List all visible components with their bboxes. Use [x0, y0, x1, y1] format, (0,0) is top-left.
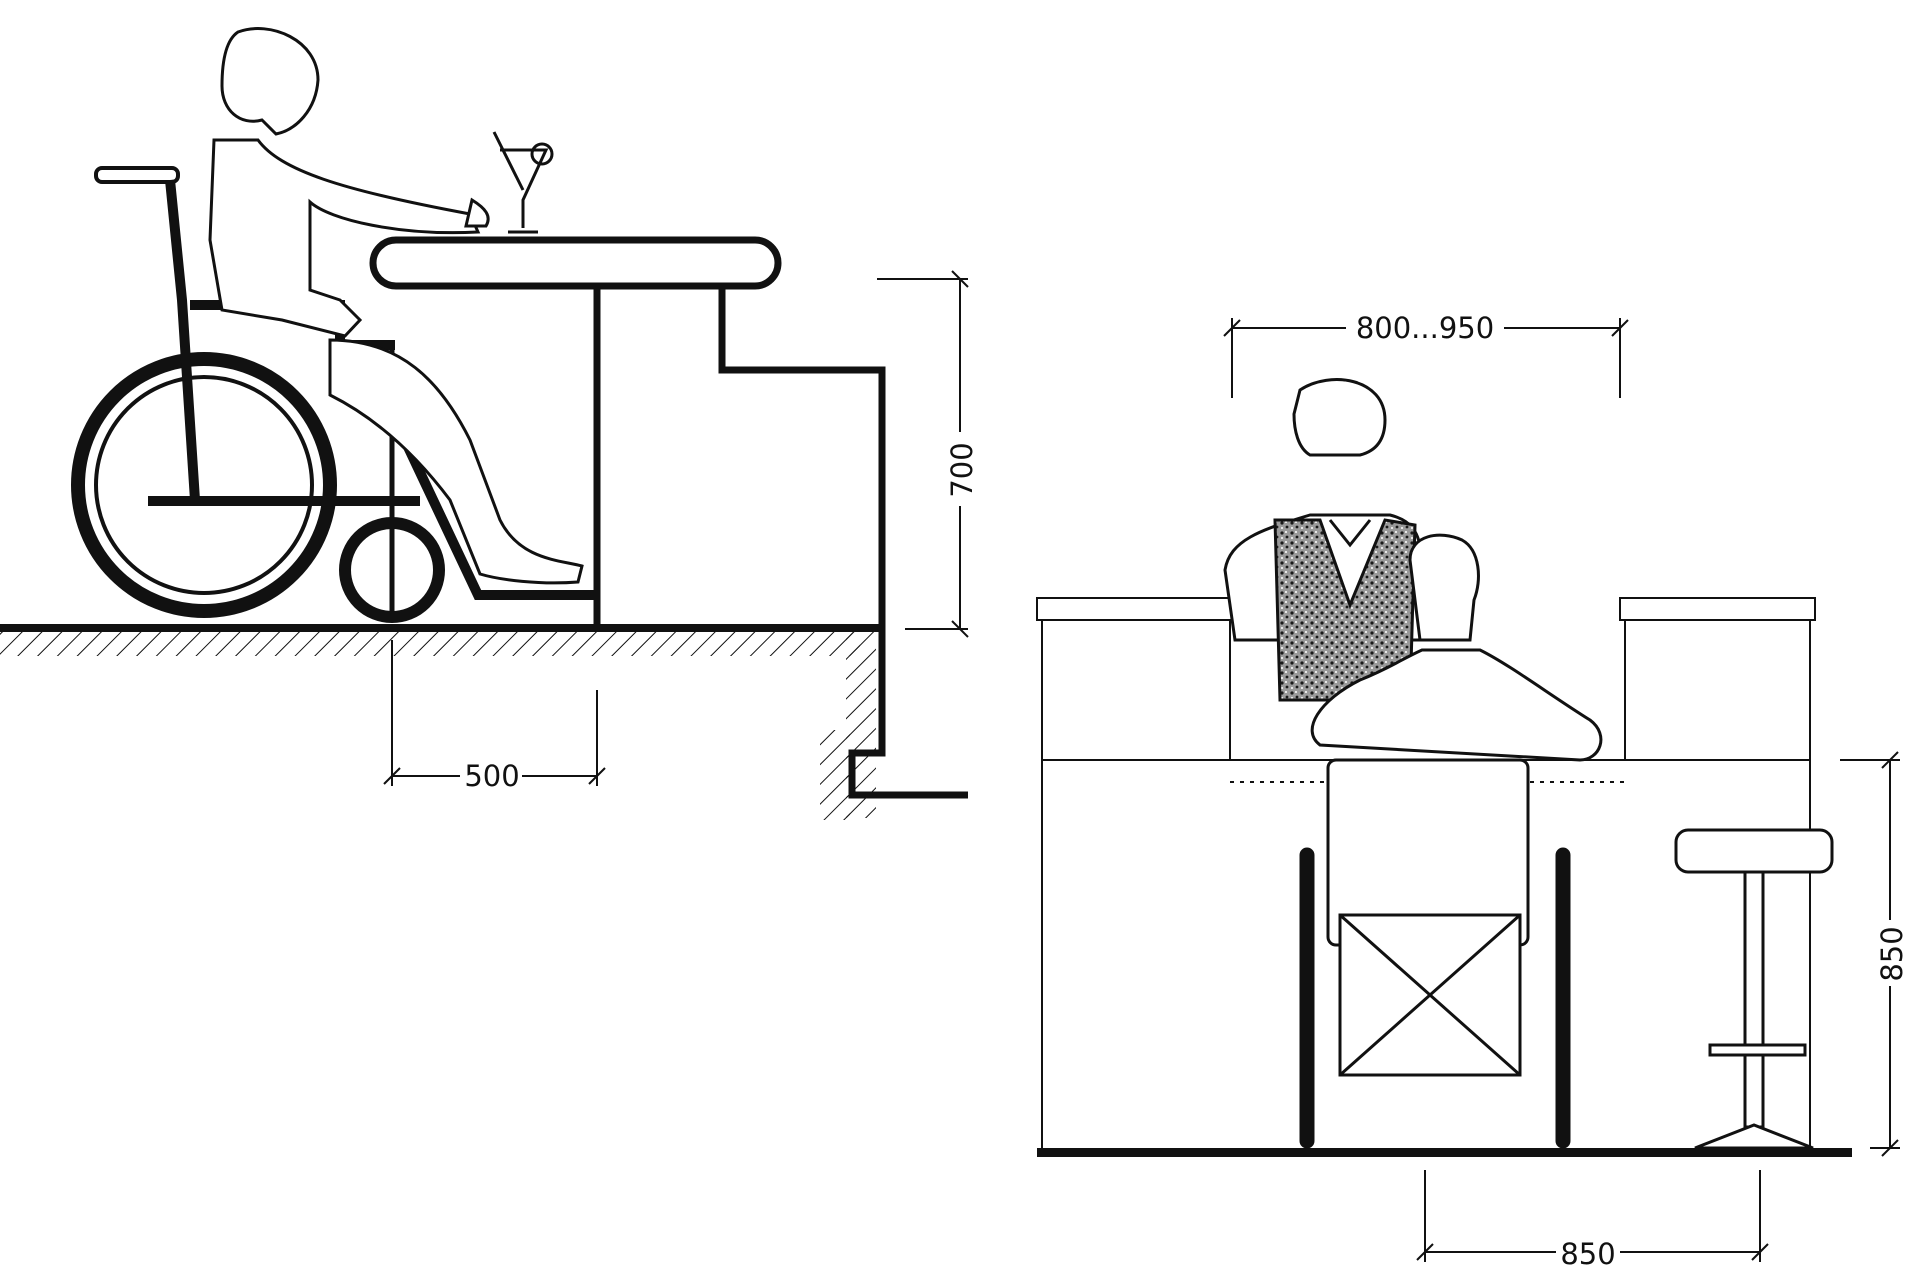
seated-person-side: [208, 27, 584, 585]
dimension-800-950-label: 800...950: [1356, 311, 1494, 345]
dimension-500-bg: [460, 758, 522, 792]
front-elevation-view: 800...950 850 850: [1036, 310, 1906, 1271]
bar-stool: [1674, 828, 1834, 1150]
side-section-view: 700 500: [0, 27, 979, 820]
dimension-700-label: 700: [945, 442, 979, 497]
floor-right: [1037, 1148, 1852, 1157]
step-hatch: [820, 730, 850, 820]
dimension-850-horizontal-bg: [1556, 1236, 1620, 1270]
wheelchair-guest-front: [1299, 533, 1603, 1149]
dimension-850-vertical-label: 850: [1875, 926, 1906, 981]
bartender-figure: [1223, 378, 1424, 702]
dimension-700-bg: [944, 432, 978, 506]
dimension-850-vertical-bg: [1874, 920, 1906, 986]
dimension-500-label: 500: [464, 759, 519, 793]
floor-left: [0, 624, 882, 656]
dimension-800-950-bg: [1346, 310, 1504, 344]
cocktail-glass-icon: [492, 131, 554, 234]
dimension-850-horizontal-label: 850: [1560, 1237, 1615, 1271]
wall-hatch: [846, 628, 876, 818]
